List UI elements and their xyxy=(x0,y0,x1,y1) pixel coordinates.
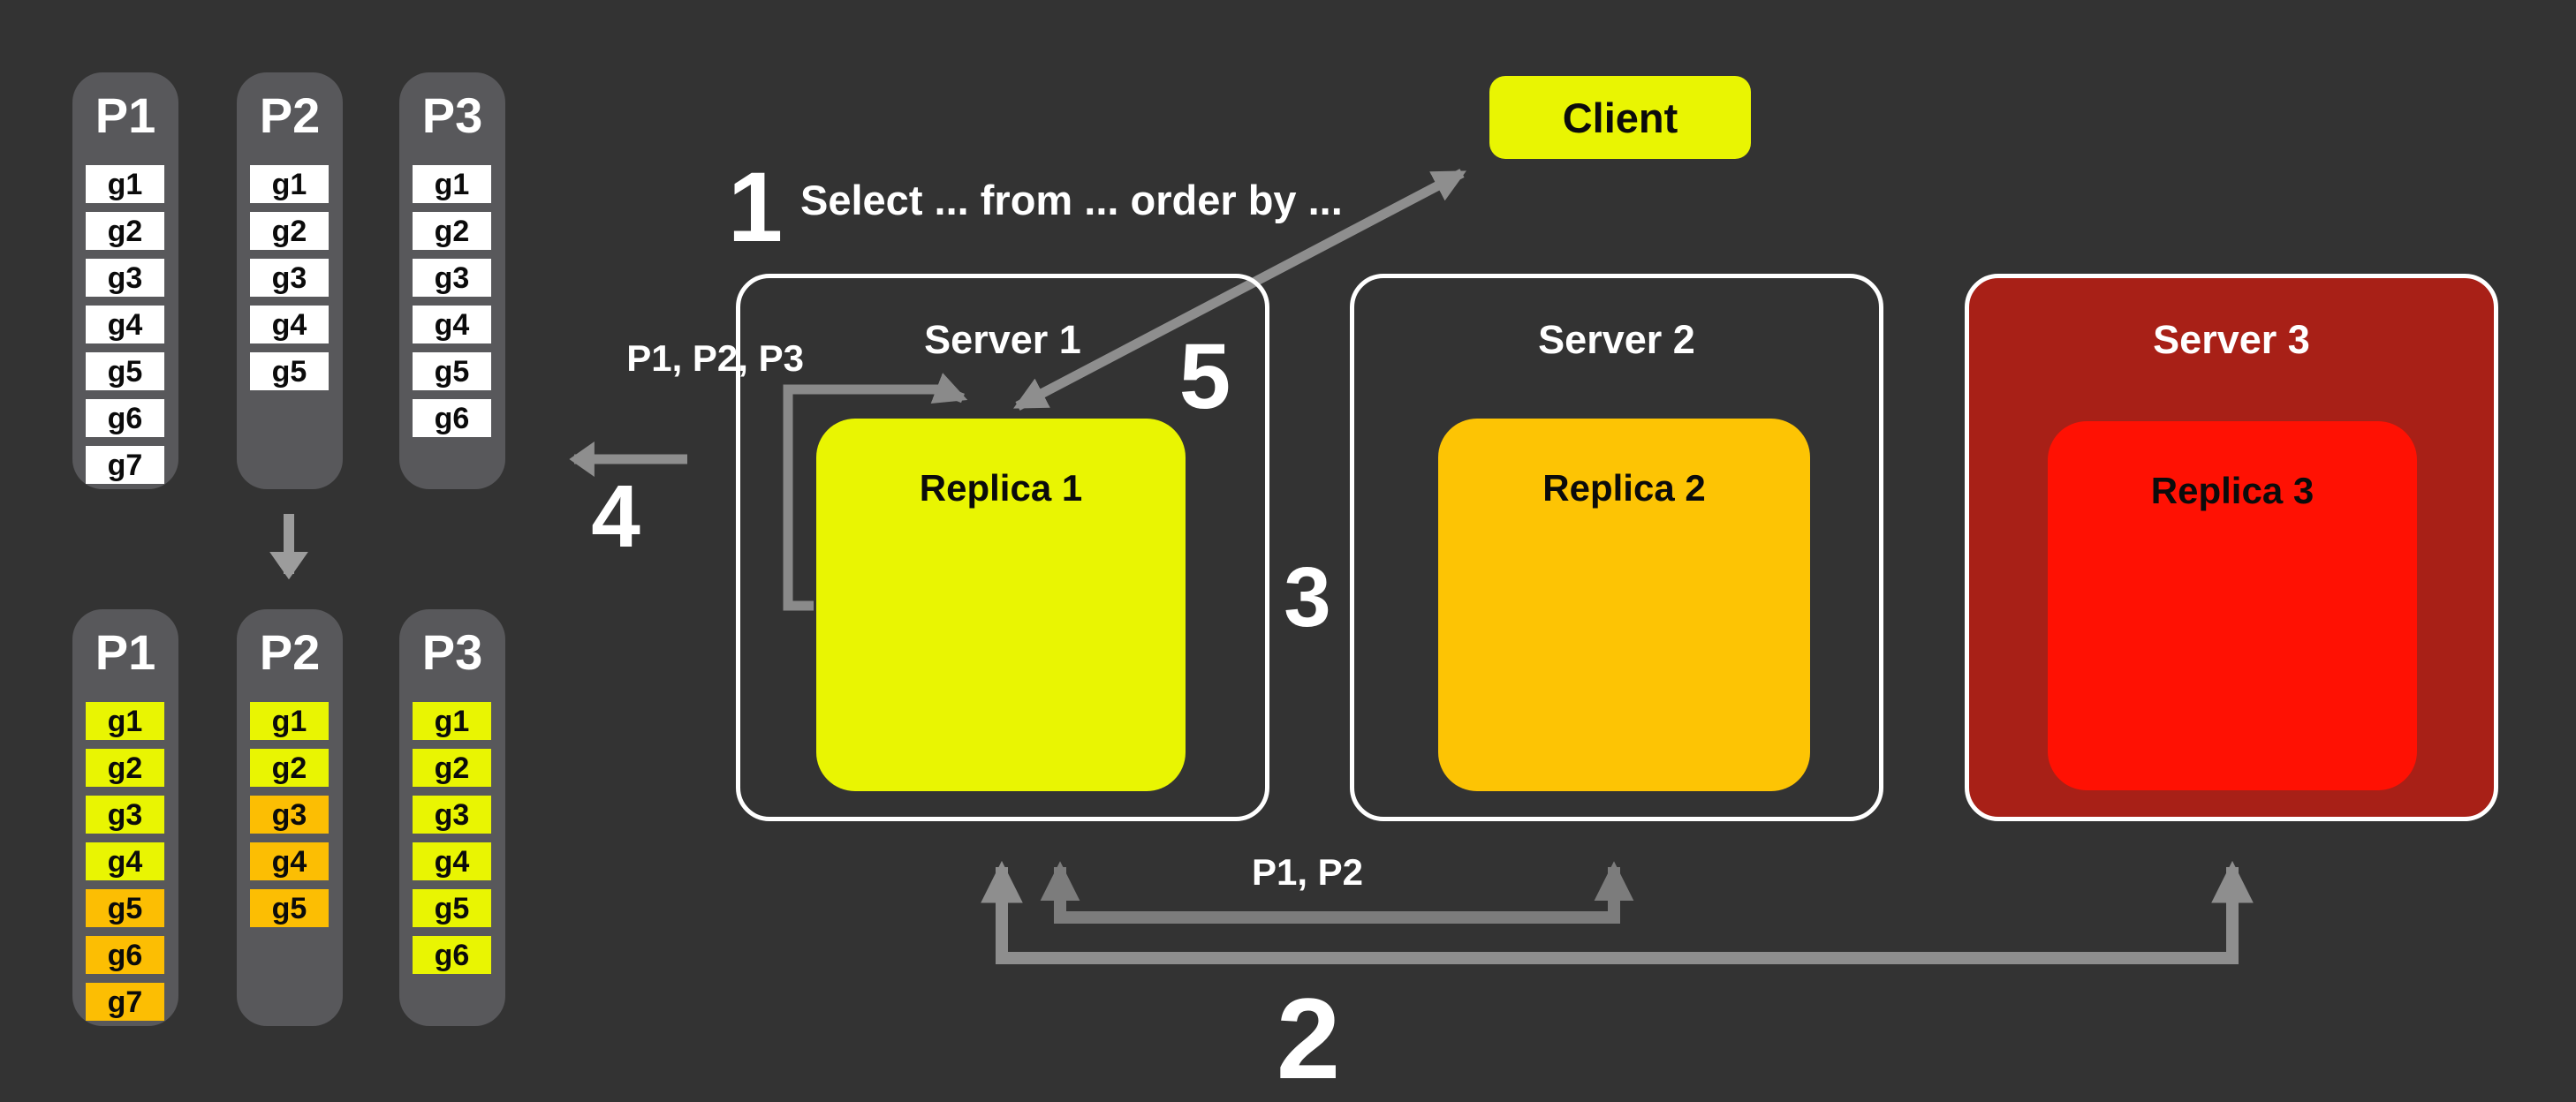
step-4-number: 4 xyxy=(591,467,640,566)
server-title: Server 3 xyxy=(2153,317,2310,362)
scatter-partitions-label: P1, P2 xyxy=(1251,851,1364,893)
group-cell: g1 xyxy=(250,702,329,740)
group-cell: g6 xyxy=(86,399,164,437)
partition-title: P1 xyxy=(95,624,156,680)
group-cell: g3 xyxy=(86,796,164,834)
group-cell: g2 xyxy=(250,749,329,787)
partition-before-p3: P3 g1 g2 g3 g4 g5 g6 xyxy=(399,72,505,489)
group-cell: g1 xyxy=(250,165,329,203)
server-1: Server 1 Replica 1 xyxy=(736,274,1269,821)
group-cell: g5 xyxy=(250,889,329,927)
group-cell: g3 xyxy=(413,796,491,834)
group-cell: g3 xyxy=(86,259,164,297)
group-cell: g4 xyxy=(250,842,329,880)
replica-2: Replica 2 xyxy=(1438,419,1810,791)
partition-title: P2 xyxy=(259,624,321,680)
group-cell: g2 xyxy=(86,749,164,787)
server-2: Server 2 Replica 2 xyxy=(1350,274,1883,821)
group-cell: g5 xyxy=(86,352,164,390)
group-cell: g7 xyxy=(86,983,164,1021)
group-cell: g2 xyxy=(250,212,329,250)
group-cell: g4 xyxy=(86,306,164,343)
partition-after-p3: P3 g1 g2 g3 g4 g5 g6 xyxy=(399,609,505,1026)
group-cell: g1 xyxy=(413,165,491,203)
partition-title: P2 xyxy=(259,87,321,143)
group-cell: g2 xyxy=(413,212,491,250)
server-3: Server 3 Replica 3 xyxy=(1965,274,2498,821)
group-cell: g4 xyxy=(413,306,491,343)
group-cell: g4 xyxy=(86,842,164,880)
group-cell: g3 xyxy=(250,259,329,297)
step-1-number: 1 xyxy=(727,152,784,262)
group-cell: g5 xyxy=(86,889,164,927)
step-2-number: 2 xyxy=(1276,974,1341,1102)
group-cell: g6 xyxy=(413,936,491,974)
group-cell: g3 xyxy=(413,259,491,297)
replica-title: Replica 2 xyxy=(1542,467,1706,509)
step-1-query-text: Select ... from ... order by ... xyxy=(800,177,1343,223)
group-cell: g4 xyxy=(250,306,329,343)
group-cell: g1 xyxy=(413,702,491,740)
partition-title: P3 xyxy=(421,624,483,680)
group-cell: g7 xyxy=(86,446,164,484)
group-cell: g5 xyxy=(413,889,491,927)
partition-before-p2: P2 g1 g2 g3 g4 g5 xyxy=(237,72,343,489)
scatter-bracket-outer xyxy=(981,860,2254,964)
partition-title: P1 xyxy=(95,87,156,143)
step-3-number: 3 xyxy=(1284,550,1331,645)
partition-title: P3 xyxy=(421,87,483,143)
replica-title: Replica 3 xyxy=(2150,470,2315,511)
server-title: Server 1 xyxy=(924,317,1081,362)
group-cell: g4 xyxy=(413,842,491,880)
group-cell: g3 xyxy=(250,796,329,834)
step-5-number: 5 xyxy=(1178,325,1231,428)
partition-after-p2: P2 g1 g2 g3 g4 g5 xyxy=(237,609,343,1026)
group-cell: g6 xyxy=(413,399,491,437)
replica-3: Replica 3 xyxy=(2048,421,2417,790)
client-node: Client xyxy=(1489,76,1751,159)
loop-partitions-label: P1, P2, P3 xyxy=(626,337,804,379)
group-cell: g5 xyxy=(250,352,329,390)
group-cell: g5 xyxy=(413,352,491,390)
partition-after-p1: P1 g1 g2 g3 g4 g5 g6 g7 xyxy=(72,609,178,1026)
server-title: Server 2 xyxy=(1538,317,1695,362)
replica-1: Replica 1 xyxy=(816,419,1186,791)
group-cell: g1 xyxy=(86,165,164,203)
group-cell: g6 xyxy=(86,936,164,974)
group-cell: g2 xyxy=(86,212,164,250)
group-cell: g1 xyxy=(86,702,164,740)
partition-before-p1: P1 g1 g2 g3 g4 g5 g6 g7 xyxy=(72,72,178,489)
replica-title: Replica 1 xyxy=(919,467,1083,509)
group-cell: g2 xyxy=(413,749,491,787)
